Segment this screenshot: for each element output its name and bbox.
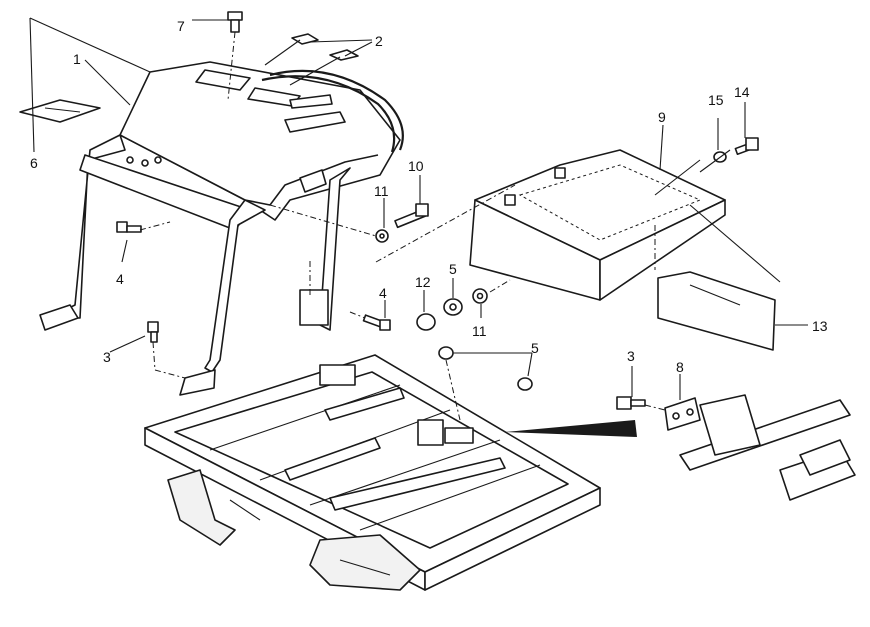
callout-15: 15 xyxy=(708,92,724,108)
leader-lines xyxy=(29,17,808,421)
callout-14: 14 xyxy=(734,84,750,100)
callout-4-left: 4 xyxy=(116,271,124,287)
label-plate-part-13 xyxy=(657,271,776,351)
callout-11-upper: 11 xyxy=(374,183,389,199)
callout-3-right: 3 xyxy=(627,348,635,364)
base-frame xyxy=(144,354,601,591)
callout-5-center: 5 xyxy=(449,261,457,277)
callout-numbers: 1 2 3 3 4 4 5 5 6 7 8 9 10 11 11 12 13 1… xyxy=(30,18,828,375)
callout-10: 10 xyxy=(408,158,424,174)
callout-11-lower: 11 xyxy=(472,323,487,339)
callout-2: 2 xyxy=(375,33,383,49)
callout-9: 9 xyxy=(658,109,666,125)
callout-7: 7 xyxy=(177,18,185,34)
callout-8: 8 xyxy=(676,359,684,375)
plate-part-6 xyxy=(19,99,101,123)
callout-3-left: 3 xyxy=(103,349,111,365)
direction-arrow xyxy=(505,420,637,437)
bolt-part-7 xyxy=(227,11,243,33)
callout-4-center: 4 xyxy=(379,285,387,301)
fender-assembly xyxy=(39,61,404,396)
callout-1: 1 xyxy=(73,51,81,67)
callout-5-right: 5 xyxy=(531,340,539,356)
hitch-bracket xyxy=(664,394,856,501)
seat-pan-part-9 xyxy=(469,149,726,301)
callout-12: 12 xyxy=(415,274,431,290)
callout-13: 13 xyxy=(812,318,828,334)
callout-6: 6 xyxy=(30,155,38,171)
